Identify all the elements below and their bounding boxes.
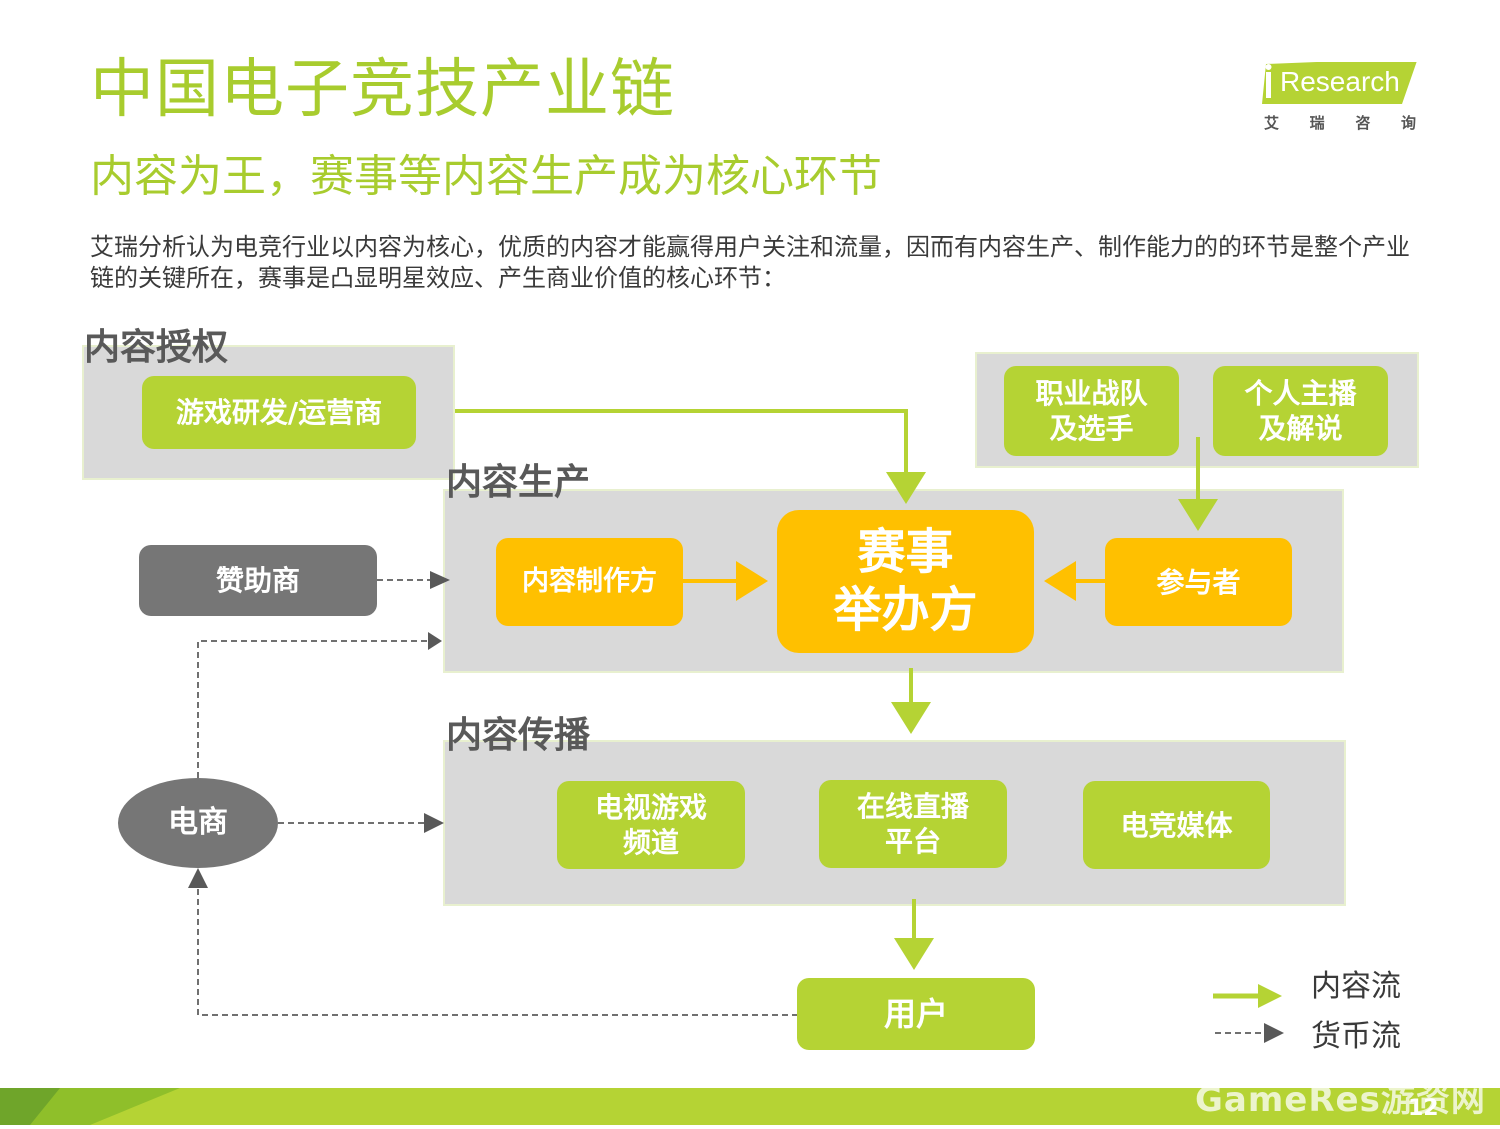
money-ecommerce-to-production (197, 640, 428, 778)
node-live-line1: 在线直播 (856, 790, 969, 823)
node-participants: 参与者 (1105, 538, 1292, 626)
node-tv-line1: 电视游戏 (594, 791, 707, 824)
logo-char: 咨 (1355, 114, 1371, 132)
arrowhead (1258, 984, 1282, 1008)
node-streamers: 个人主播 及解说 (1213, 366, 1388, 456)
logo-text: Research (1280, 66, 1400, 97)
arrowhead (430, 571, 450, 589)
node-sponsor: 赞助商 (139, 545, 377, 616)
node-users: 用户 (797, 978, 1035, 1050)
page-description: 艾瑞分析认为电竞行业以内容为核心，优质的内容才能赢得用户关注和流量，因而有内容生… (90, 233, 1410, 292)
node-streamers-line1: 个人主播 (1244, 377, 1357, 410)
node-esports-media: 电竞媒体 (1083, 781, 1270, 869)
arrowhead (428, 632, 442, 650)
section-label-licensing: 内容授权 (84, 327, 229, 368)
node-tv-channel: 电视游戏 频道 (557, 781, 745, 869)
logo-char: 艾 (1264, 114, 1280, 132)
footer-bar (0, 1088, 1500, 1125)
arrowhead (424, 813, 444, 833)
page-subtitle: 内容为王，赛事等内容生产成为核心环节 (90, 151, 882, 202)
node-event-line1: 赛事 (857, 523, 954, 580)
node-streamers-line2: 及解说 (1258, 412, 1343, 445)
node-game-developer: 游戏研发/运营商 (142, 376, 416, 449)
legend-content-flow: 内容流 (1311, 969, 1401, 1004)
footer-stripe-icon (0, 1088, 180, 1125)
node-event-organizer: 赛事 举办方 (777, 510, 1034, 653)
logo-char: 瑞 (1309, 114, 1325, 132)
watermark: GameRes游资网 (1195, 1080, 1486, 1120)
logo-subtitle: 艾 瑞 咨 询 (1264, 112, 1416, 133)
legend-money-flow: 货币流 (1311, 1019, 1401, 1054)
iresearch-logo: Research (1262, 58, 1418, 104)
arrowhead (1264, 1023, 1284, 1043)
node-live-line2: 平台 (884, 825, 941, 858)
money-users-to-ecommerce (197, 888, 798, 1016)
logo-badge-icon (1262, 58, 1418, 104)
page-number: 12 (1408, 1096, 1439, 1121)
flow-gamedev-to-event (455, 409, 926, 504)
section-label-distribution: 内容传播 (446, 715, 591, 756)
node-live-platform: 在线直播 平台 (819, 780, 1007, 868)
arrowhead (188, 868, 208, 888)
node-pro-teams: 职业战队 及选手 (1004, 366, 1179, 456)
node-pro-teams-line1: 职业战队 (1035, 377, 1148, 410)
logo-char: 询 (1400, 114, 1416, 132)
page-title: 中国电子竞技产业链 (90, 53, 675, 127)
node-content-maker: 内容制作方 (496, 538, 683, 626)
node-ecommerce: 电商 (118, 778, 278, 868)
node-tv-line2: 频道 (622, 826, 679, 859)
section-label-production: 内容生产 (446, 462, 591, 503)
node-event-line2: 举办方 (833, 581, 978, 638)
node-pro-teams-line2: 及选手 (1049, 412, 1134, 445)
